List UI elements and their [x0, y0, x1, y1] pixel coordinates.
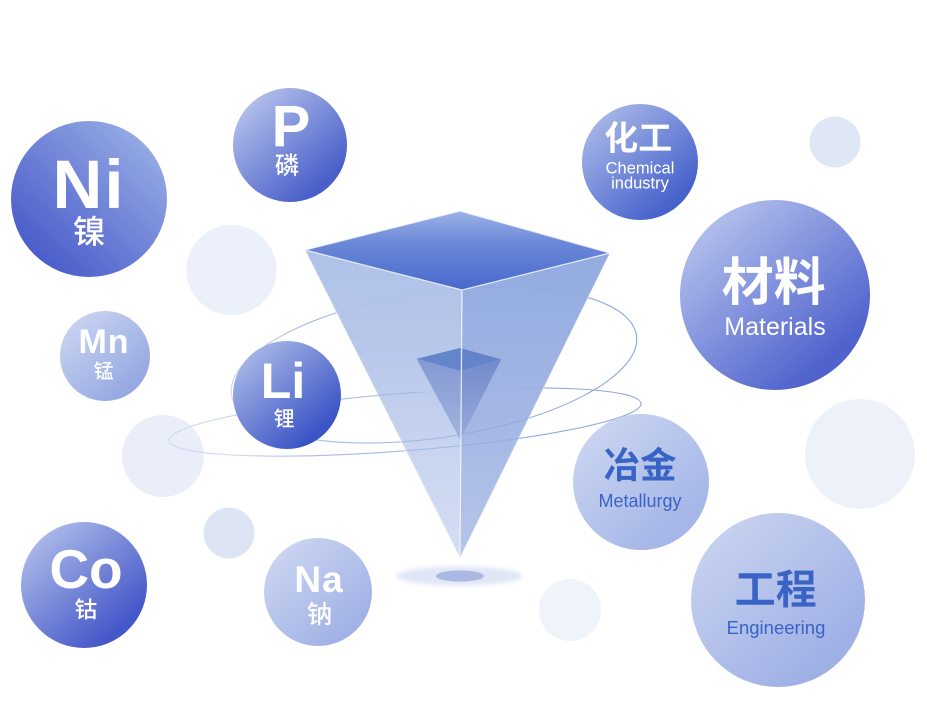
svg-text:Co: Co	[49, 538, 122, 600]
svg-text:industry: industry	[611, 175, 670, 193]
svg-text:Engineering: Engineering	[727, 617, 826, 638]
svg-text:Ni: Ni	[53, 146, 126, 223]
svg-text:Chemical: Chemical	[606, 160, 675, 178]
svg-text:Mn: Mn	[78, 323, 129, 361]
svg-text:Li: Li	[261, 353, 305, 409]
svg-text:Na: Na	[294, 559, 343, 600]
svg-text:P: P	[272, 94, 311, 159]
svg-text:Metallurgy: Metallurgy	[598, 491, 681, 511]
svg-text:Materials: Materials	[724, 313, 825, 341]
